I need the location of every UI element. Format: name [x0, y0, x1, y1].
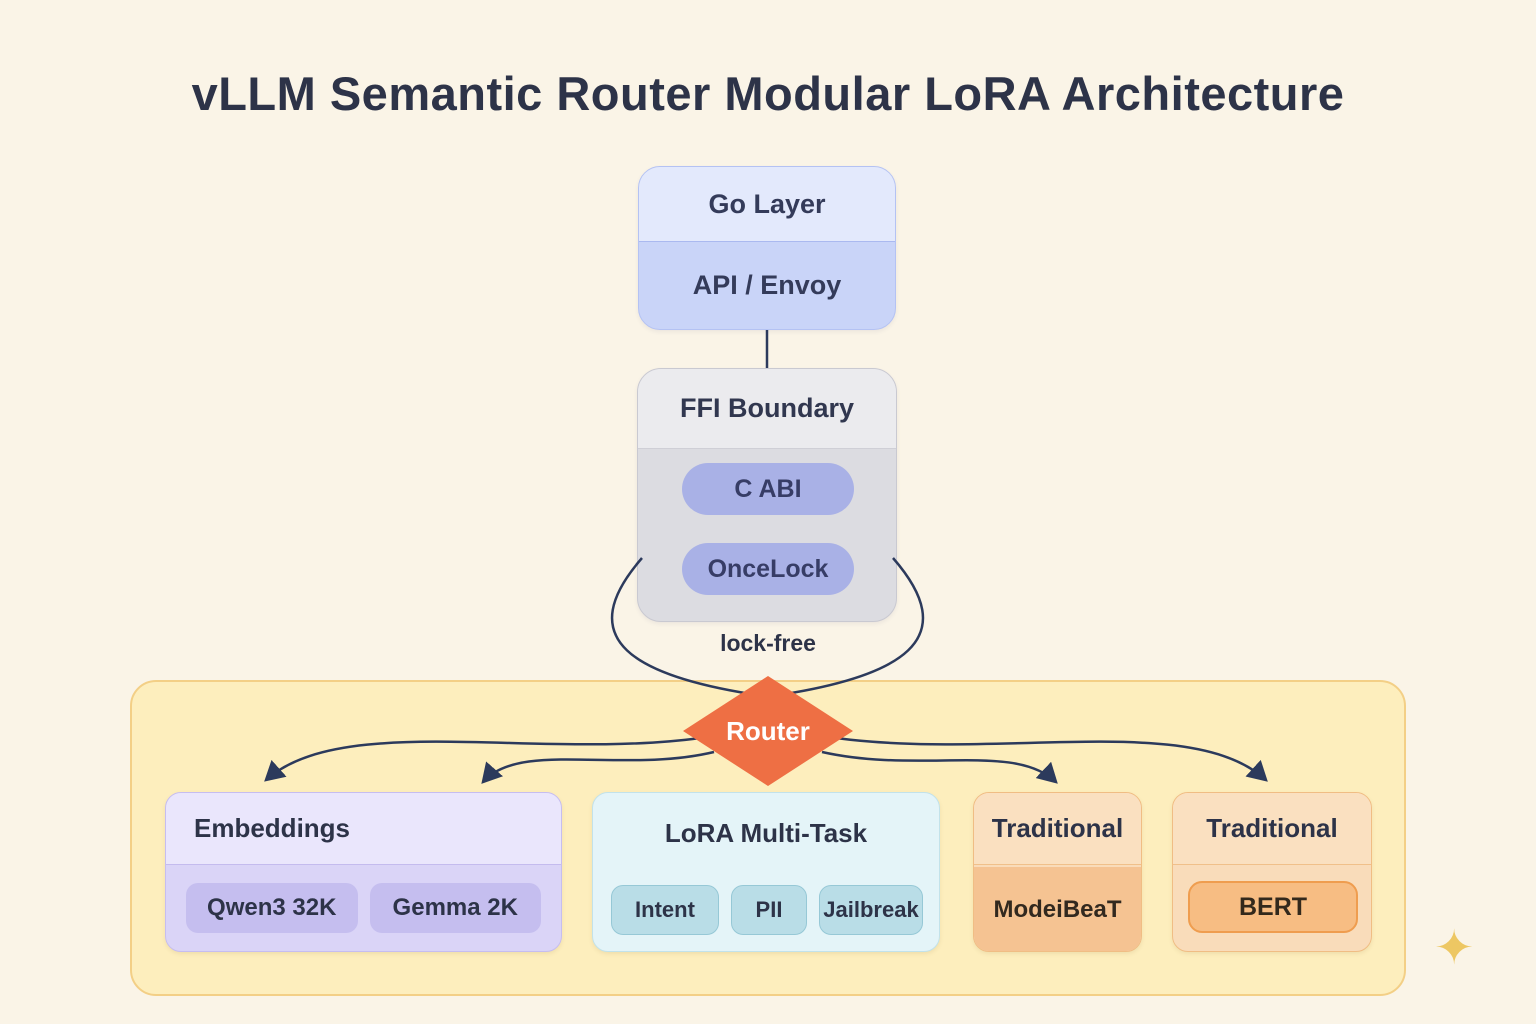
lora-multitask-box: LoRA Multi-Task Intent PII Jailbreak [592, 792, 940, 952]
ffi-boundary-title: FFI Boundary [638, 369, 896, 449]
qwen3-pill: Qwen3 32K [186, 883, 358, 933]
embeddings-box: Embeddings Qwen3 32K Gemma 2K [165, 792, 562, 952]
bert-pill: BERT [1188, 881, 1358, 933]
jailbreak-pill: Jailbreak [819, 885, 923, 935]
pii-pill: PII [731, 885, 807, 935]
traditional-modernbert-box: Traditional ModeiBeaT [973, 792, 1142, 952]
embeddings-title: Embeddings [194, 813, 351, 843]
modernbert-label: ModeiBeaT [974, 866, 1141, 951]
traditional-title-2: Traditional [1206, 813, 1338, 843]
api-envoy-label: API / Envoy [692, 270, 842, 300]
ffi-boundary-box: FFI Boundary C ABI OnceLock [637, 368, 897, 622]
intent-pill: Intent [611, 885, 719, 935]
traditional-bert-box: Traditional BERT [1172, 792, 1372, 952]
c-abi-pill: C ABI [682, 463, 854, 515]
sparkle-icon: ✦ [1434, 922, 1475, 975]
page-title: vLLM Semantic Router Modular LoRA Archit… [191, 67, 1345, 120]
lock-free-label: lock-free [720, 630, 816, 656]
go-layer-box: Go Layer API / Envoy [638, 166, 896, 330]
lora-multitask-title: LoRA Multi-Task [664, 818, 868, 848]
traditional-title-1: Traditional [991, 813, 1124, 843]
go-layer-title: Go Layer [639, 167, 895, 242]
oncelock-pill: OnceLock [682, 543, 854, 595]
gemma-pill: Gemma 2K [369, 883, 541, 933]
